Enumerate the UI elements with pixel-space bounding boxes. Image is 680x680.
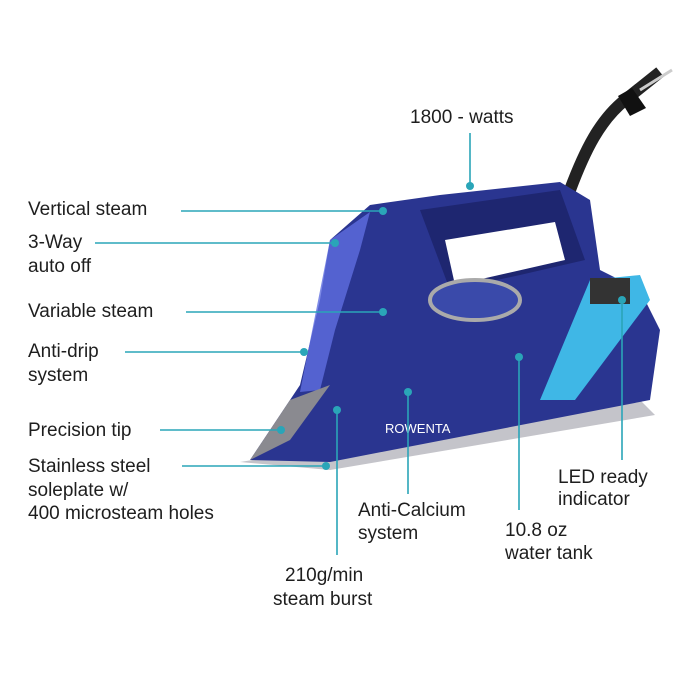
- label-anti-calcium-line1: Anti-Calcium: [358, 500, 466, 521]
- label-steam-burst-line1: 210g/min: [285, 565, 364, 586]
- label-led-line1: LED ready: [558, 467, 648, 488]
- precision-tip: [250, 385, 330, 460]
- label-anti-drip-line1: Anti-drip: [28, 341, 99, 362]
- brand-logo: ROWENTA: [385, 421, 451, 436]
- label-auto-off-line2: auto off: [28, 256, 92, 277]
- label-watts: 1800 - watts: [410, 107, 514, 128]
- label-soleplate-line3: 400 microsteam holes: [28, 503, 214, 524]
- steam-dial: [428, 278, 522, 322]
- label-water-tank-line1: 10.8 oz: [505, 520, 568, 541]
- handle-gap: [445, 222, 565, 285]
- label-led-line2: indicator: [558, 489, 630, 510]
- label-anti-drip-line2: system: [28, 365, 89, 386]
- label-steam-burst-line2: steam burst: [273, 589, 373, 610]
- label-auto-off-line1: 3-Way: [28, 232, 83, 253]
- label-precision-tip: Precision tip: [28, 420, 132, 441]
- callout-dots: [277, 182, 626, 470]
- label-soleplate-line1: Stainless steel: [28, 456, 151, 477]
- label-vertical-steam: Vertical steam: [28, 199, 148, 220]
- label-soleplate-line2: soleplate w/: [28, 480, 129, 501]
- cord-cable: [639, 68, 673, 92]
- callout-lines: [95, 133, 623, 555]
- label-anti-calcium-line2: system: [358, 523, 419, 544]
- cord-guard: [618, 88, 646, 116]
- power-cord: [564, 67, 664, 193]
- water-window: [300, 212, 370, 392]
- label-variable-steam: Variable steam: [28, 301, 154, 322]
- label-water-tank-line2: water tank: [505, 543, 593, 564]
